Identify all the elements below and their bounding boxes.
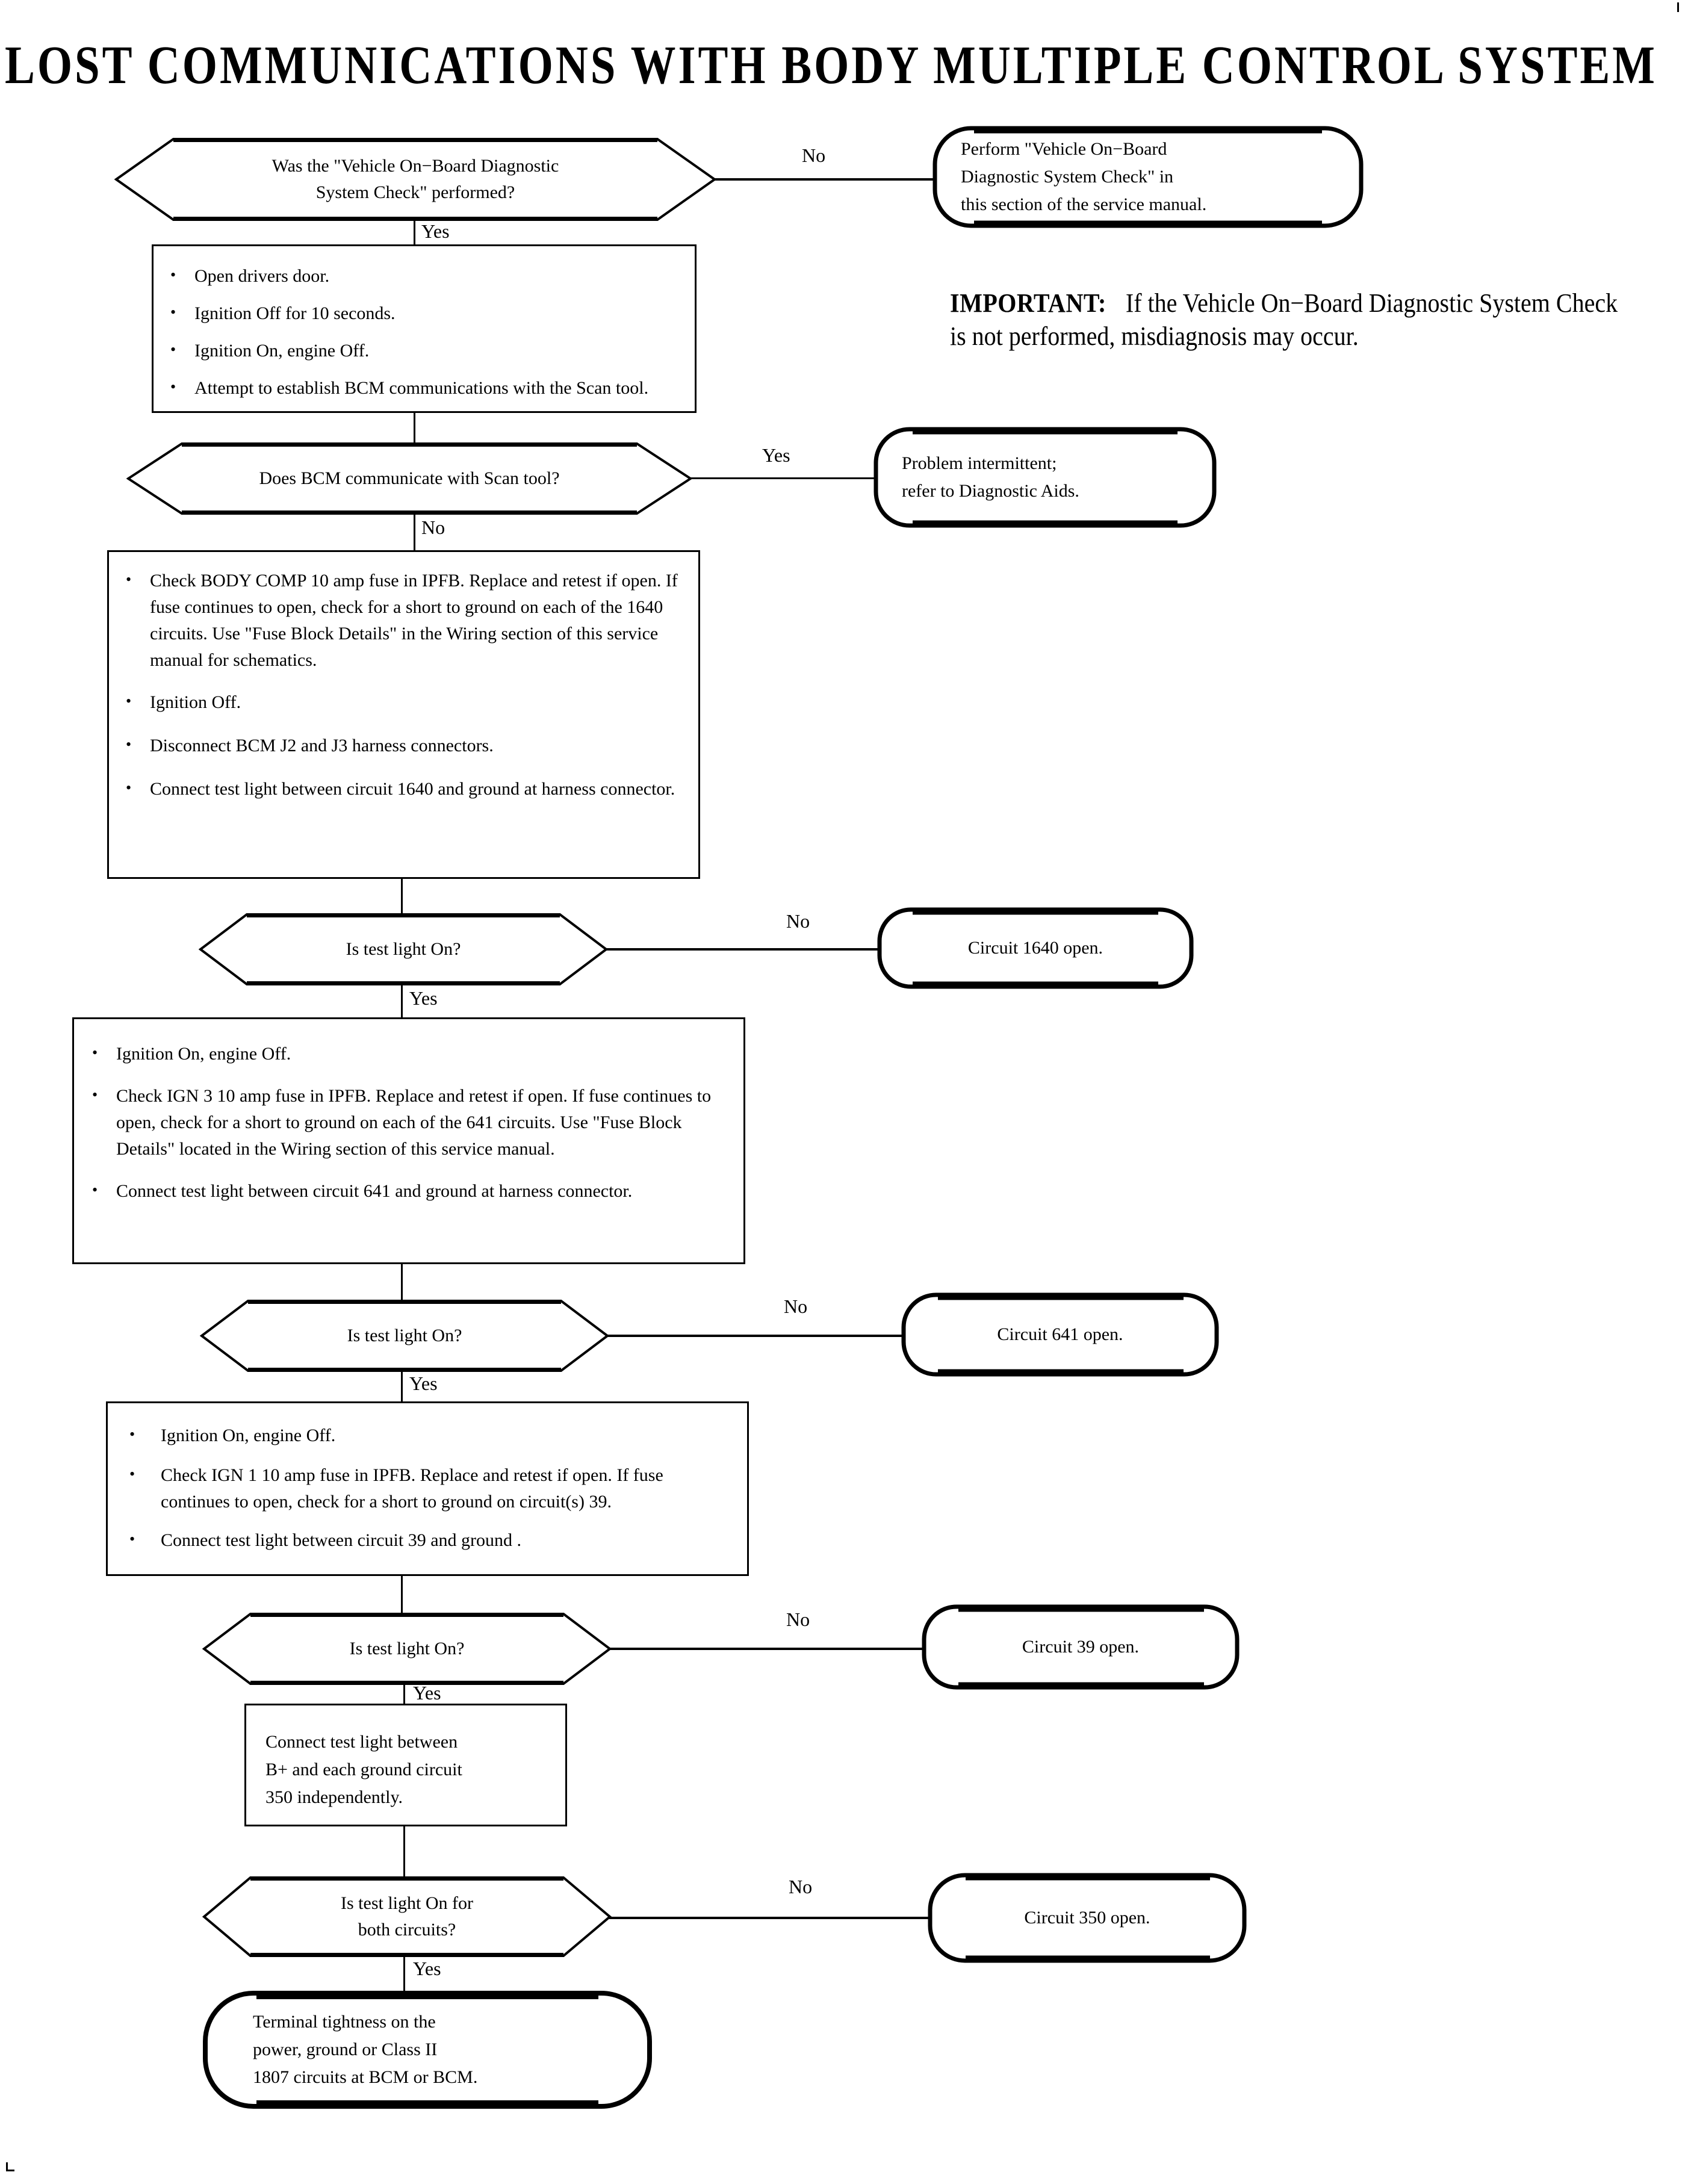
- crop-mark-bottom-left: [6, 2170, 14, 2171]
- terminator-circuit-39-open[interactable]: Circuit 39 open.: [921, 1604, 1240, 1690]
- edge-p2-d3: [401, 879, 403, 915]
- edge-label-yes-3: Yes: [409, 987, 438, 1009]
- edge-d1-t1: [714, 178, 938, 181]
- edge-d6-t6: [609, 1917, 931, 1919]
- edge-d3-p3: [401, 984, 403, 1020]
- process5-line1: Connect test light between: [265, 1732, 458, 1752]
- crop-mark-bottom-left-v: [6, 2162, 8, 2171]
- terminator-problem-intermittent[interactable]: Problem intermittent; refer to Diagnosti…: [873, 426, 1217, 529]
- edge-label-yes-5: Yes: [413, 1682, 441, 1704]
- list-item: Ignition On, engine Off.: [157, 337, 686, 364]
- process-ign1-fuse[interactable]: Ignition On, engine Off. Check IGN 1 10 …: [106, 1401, 749, 1576]
- page-title: LOST COMMUNICATIONS WITH BODY MULTIPLE C…: [5, 36, 1657, 96]
- list-item: Connect test light between circuit 1640 …: [113, 775, 685, 802]
- list-item: Check IGN 3 10 amp fuse in IPFB. Replace…: [79, 1082, 730, 1162]
- process-ign1-fuse-list: Ignition On, engine Off. Check IGN 1 10 …: [114, 1421, 734, 1554]
- list-item: Check BODY COMP 10 amp fuse in IPFB. Rep…: [113, 566, 685, 674]
- process-body-comp-fuse-list: Check BODY COMP 10 amp fuse in IPFB. Rep…: [113, 566, 685, 802]
- important-body: If the Vehicle On−Board Diagnostic Syste…: [950, 288, 1618, 351]
- process5-line2: B+ and each ground circuit: [265, 1760, 462, 1779]
- edge-label-yes-2: Yes: [762, 444, 790, 466]
- edge-d4-t4: [607, 1335, 907, 1337]
- list-item: Ignition On, engine Off.: [79, 1040, 730, 1067]
- list-item: Connect test light between circuit 39 an…: [114, 1526, 734, 1554]
- decision-test-light-39[interactable]: Is test light On?: [202, 1612, 612, 1686]
- edge-d2-p2: [414, 513, 415, 550]
- terminator-circuit-641-open[interactable]: Circuit 641 open.: [901, 1292, 1220, 1377]
- edge-p4-d5: [401, 1576, 403, 1615]
- terminator-circuit-350-open[interactable]: Circuit 350 open.: [927, 1872, 1247, 1964]
- important-keyword: IMPORTANT:: [950, 288, 1106, 318]
- decision-test-light-both-circuits[interactable]: Is test light On for both circuits?: [202, 1876, 612, 1958]
- process-ign3-fuse-list: Ignition On, engine Off. Check IGN 3 10 …: [79, 1040, 730, 1205]
- terminator-perform-obd-check[interactable]: Perform "Vehicle On−Board Diagnostic Sys…: [932, 125, 1364, 229]
- edge-d1-p1: [414, 219, 415, 247]
- process-initial-steps[interactable]: Open drivers door. Ignition Off for 10 s…: [152, 244, 697, 413]
- edge-d3-t3: [606, 948, 883, 951]
- edge-label-no-4: No: [784, 1295, 808, 1317]
- process5-line3: 350 independently.: [265, 1787, 403, 1807]
- decision-test-light-1640[interactable]: Is test light On?: [199, 913, 608, 986]
- edge-label-no-5: No: [786, 1609, 810, 1630]
- process-initial-steps-list: Open drivers door. Ignition Off for 10 s…: [157, 262, 686, 402]
- crop-mark-top-right: [1677, 2, 1679, 12]
- important-note: IMPORTANT: If the Vehicle On−Board Diagn…: [950, 287, 1630, 353]
- edge-d6-t7: [403, 1955, 405, 1993]
- edge-label-yes-6: Yes: [413, 1958, 441, 1979]
- list-item: Ignition On, engine Off.: [114, 1421, 734, 1449]
- list-item: Ignition Off.: [113, 688, 685, 716]
- list-item: Attempt to establish BCM communications …: [157, 374, 686, 402]
- process-ground-circuit-350-text: Connect test light between B+ and each g…: [265, 1728, 554, 1811]
- process-ground-circuit-350[interactable]: Connect test light between B+ and each g…: [244, 1704, 567, 1826]
- edge-p5-d6: [403, 1826, 405, 1879]
- decision-vehicle-obd-check[interactable]: Was the "Vehicle On−Board Diagnostic Sys…: [114, 137, 716, 222]
- edge-p3-d4: [401, 1264, 403, 1301]
- process-ign3-fuse[interactable]: Ignition On, engine Off. Check IGN 3 10 …: [72, 1017, 745, 1264]
- edge-d2-t2: [690, 477, 879, 479]
- terminator-terminal-tightness[interactable]: Terminal tightness on the power, ground …: [202, 1990, 653, 2109]
- edge-p1-d2: [414, 413, 415, 444]
- edge-label-no-3: No: [786, 910, 810, 932]
- edge-d5-t5: [609, 1648, 927, 1650]
- list-item: Open drivers door.: [157, 262, 686, 290]
- edge-label-yes-4: Yes: [409, 1373, 438, 1394]
- list-item: Check IGN 1 10 amp fuse in IPFB. Replace…: [114, 1461, 734, 1515]
- edge-label-no-2: No: [421, 517, 445, 538]
- terminator-circuit-1640-open[interactable]: Circuit 1640 open.: [877, 907, 1194, 990]
- process-body-comp-fuse[interactable]: Check BODY COMP 10 amp fuse in IPFB. Rep…: [107, 550, 700, 879]
- list-item: Ignition Off for 10 seconds.: [157, 299, 686, 327]
- edge-label-no-1: No: [802, 144, 826, 166]
- decision-bcm-communicates[interactable]: Does BCM communicate with Scan tool?: [126, 442, 692, 515]
- list-item: Connect test light between circuit 641 a…: [79, 1177, 730, 1205]
- decision-test-light-641[interactable]: Is test light On?: [200, 1299, 609, 1373]
- edge-label-yes-1: Yes: [421, 220, 450, 242]
- list-item: Disconnect BCM J2 and J3 harness connect…: [113, 731, 685, 759]
- edge-label-no-6: No: [789, 1876, 813, 1897]
- edge-d4-p4: [401, 1370, 403, 1404]
